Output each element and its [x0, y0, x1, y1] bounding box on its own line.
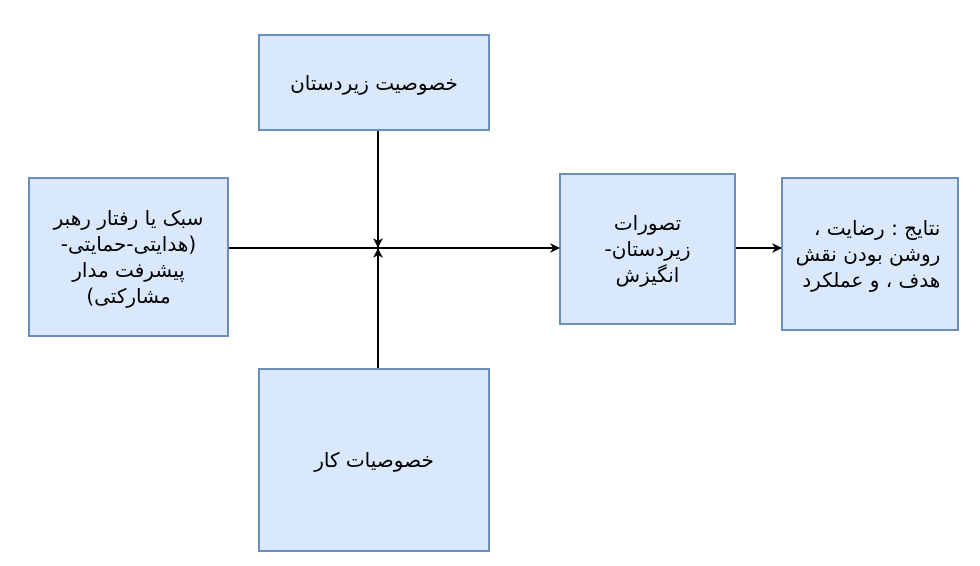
node-work-characteristics: خصوصیات کار: [258, 368, 490, 552]
node-subordinate-perceptions-label: تصورات زیردستان- انگیزش: [604, 211, 691, 287]
node-subordinate-characteristics: خصوصیت زیردستان: [258, 34, 490, 131]
node-subordinate-characteristics-label: خصوصیت زیردستان: [290, 70, 458, 95]
node-work-characteristics-label: خصوصیات کار: [314, 448, 434, 472]
node-subordinate-perceptions: تصورات زیردستان- انگیزش: [559, 173, 736, 325]
node-leader-style-label: سبک یا رفتار رهبر (هدایتی-حمایتی- پیشرفت…: [53, 206, 204, 308]
node-leader-style: سبک یا رفتار رهبر (هدایتی-حمایتی- پیشرفت…: [28, 177, 229, 337]
node-outcomes: نتایج : رضایت ، روشن بودن نقش هدف ، و عم…: [781, 177, 959, 331]
node-outcomes-label: نتایج : رضایت ، روشن بودن نقش هدف ، و عم…: [795, 216, 941, 292]
